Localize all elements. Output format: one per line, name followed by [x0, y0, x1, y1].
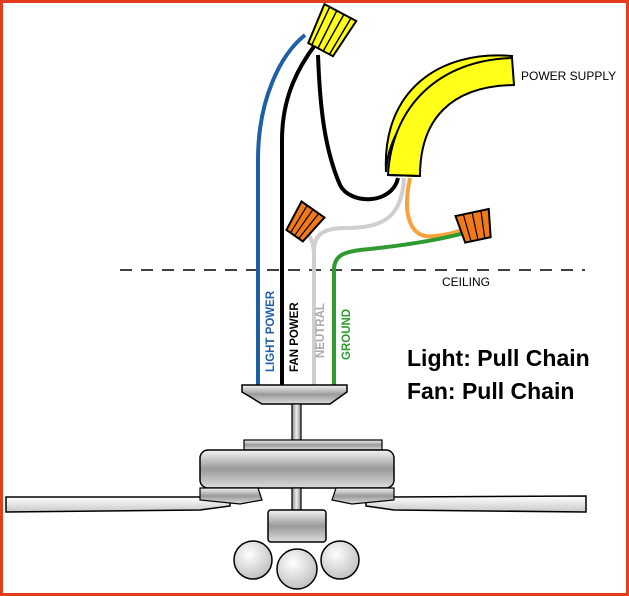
switch-housing-rod: [291, 487, 302, 511]
neutral-supply-wire: [312, 177, 406, 385]
fan-blade-left: [5, 496, 231, 513]
ceiling-label: CEILING: [442, 275, 490, 289]
canopy: [241, 384, 348, 405]
fan-control-text: Fan: Pull Chain: [407, 378, 574, 404]
motor-housing: [199, 449, 395, 489]
neutral-label: NEUTRAL: [315, 303, 327, 358]
yellow-wire-nut: [306, 3, 358, 58]
fan-power-supply-wire: [316, 54, 400, 202]
light-kit-housing: [267, 509, 327, 543]
orange-wire-nut-ground: [454, 207, 492, 244]
light-bulb-right: [320, 540, 360, 580]
fan-blade-right: [365, 495, 587, 513]
light-power-label: LIGHT POWER: [265, 290, 277, 372]
power-supply-label: POWER SUPPLY: [521, 69, 616, 83]
power-supply-cable-body: [386, 56, 516, 178]
power-supply-cable-end: [387, 174, 421, 177]
light-power-wire: [256, 33, 307, 385]
blade-iron-right: [331, 487, 395, 505]
fan-power-label: FAN POWER: [289, 302, 301, 372]
light-bulb-center: [276, 548, 318, 590]
light-control-text: Light: Pull Chain: [407, 345, 590, 371]
blade-iron-left: [199, 487, 263, 505]
motor-cap: [243, 439, 383, 451]
downrod: [291, 403, 302, 441]
wiring-diagram: POWER SUPPLY CEILING LIGHT POWER FAN POW…: [5, 3, 616, 590]
fan-power-wire: [280, 43, 317, 385]
light-bulb-left: [233, 540, 273, 580]
ground-wire: [332, 230, 469, 385]
orange-wire-nut-neutral: [285, 199, 326, 243]
ground-label: GROUND: [341, 309, 353, 360]
orange-supply-wire: [405, 177, 467, 239]
